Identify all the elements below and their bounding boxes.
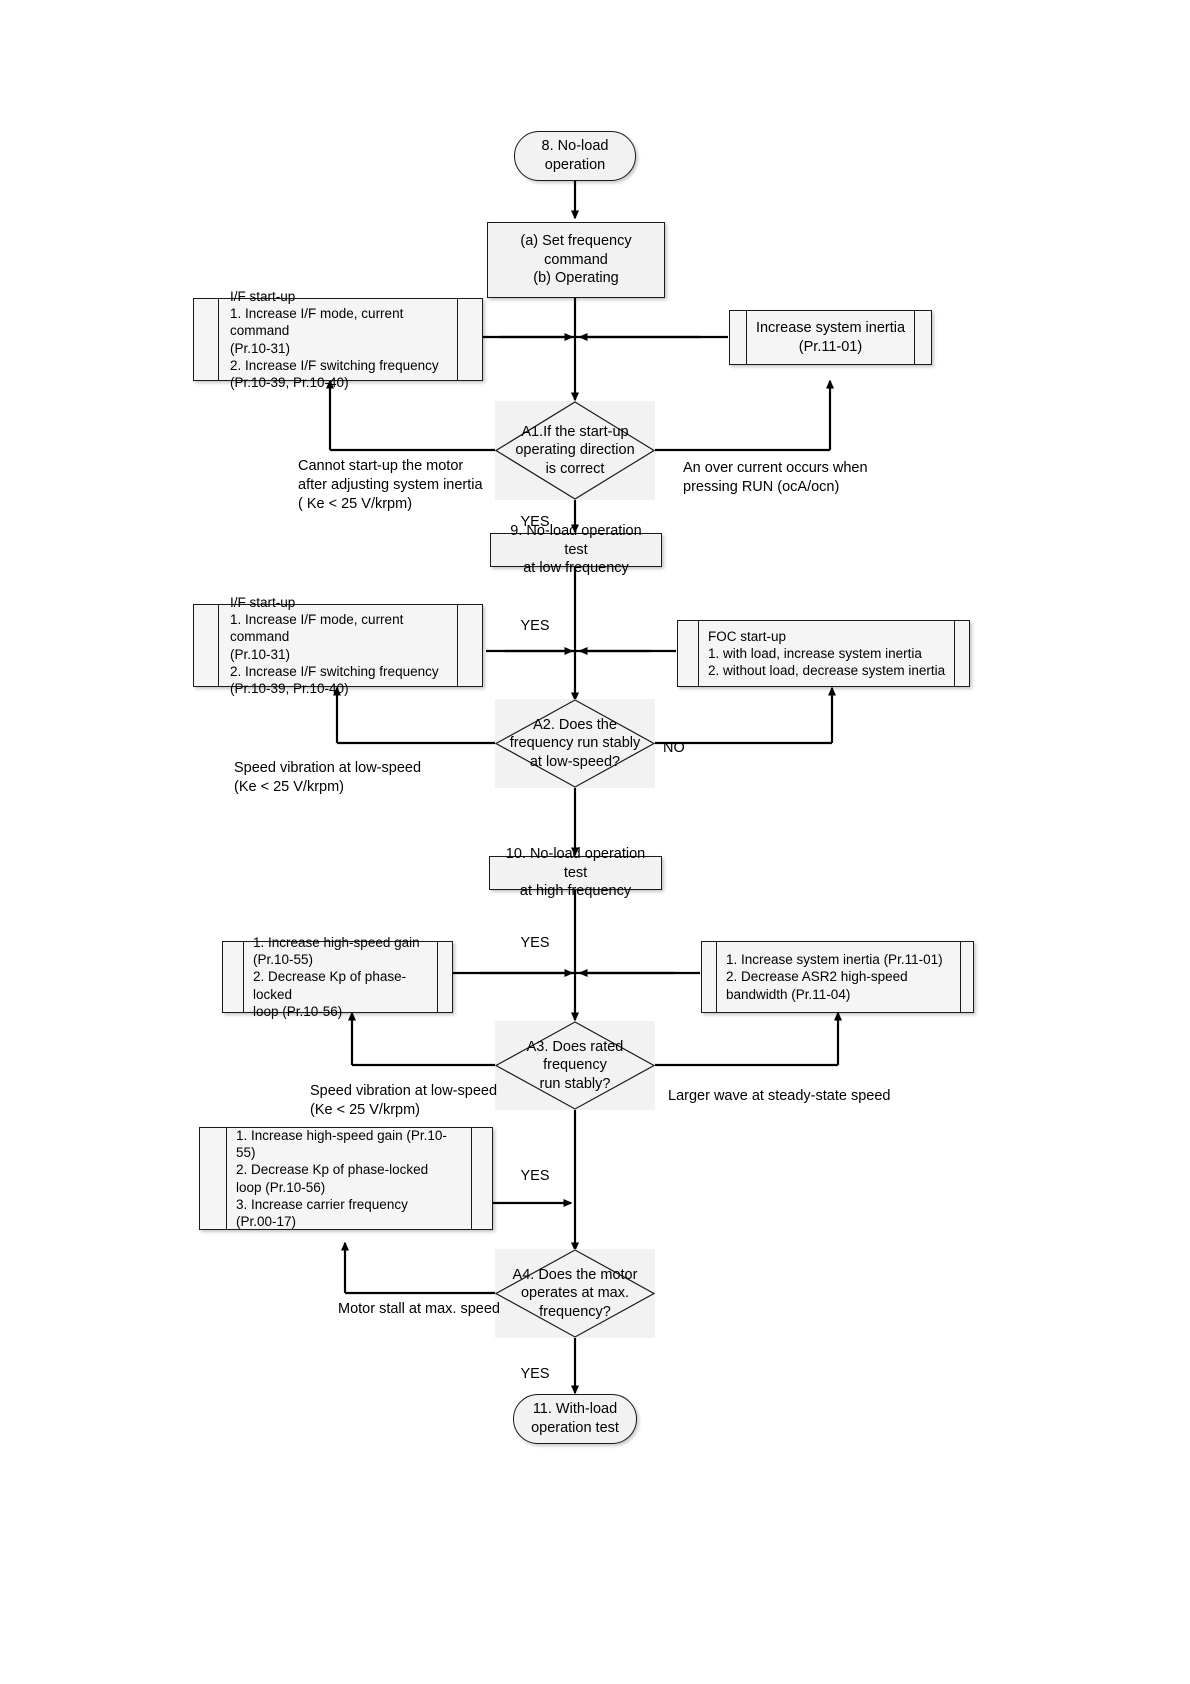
node-if-startup-2: I/F start-up 1. Increase I/F mode, curre… bbox=[193, 595, 483, 696]
edge-label-a1-left: Cannot start-up the motor after adjustin… bbox=[298, 438, 528, 513]
node-decision-a2: A2. Does the frequency run stably at low… bbox=[495, 699, 655, 788]
process-bar-right bbox=[960, 942, 961, 1012]
node-if-startup-2-label: I/F start-up 1. Increase I/F mode, curre… bbox=[230, 594, 439, 697]
node-decision-a4-label: A4. Does the motor operates at max. freq… bbox=[512, 1267, 638, 1320]
node-increase-system-inertia-label: Increase system inertia (Pr.11-01) bbox=[755, 319, 906, 355]
node-decision-a3: A3. Does rated frequency run stably? bbox=[495, 1021, 655, 1110]
diamond-shape bbox=[495, 401, 655, 500]
edge-label-a4-yes-text: YES bbox=[520, 1167, 550, 1184]
node-step-10-label: 10. No-load operation test at high frequ… bbox=[505, 846, 646, 900]
node-high-speed-gain-left: 1. Increase high-speed gain (Pr.10-55) 2… bbox=[222, 935, 453, 1019]
process-bar-right bbox=[457, 605, 458, 686]
edge-label-a2-no-text: NO bbox=[663, 739, 685, 756]
edge-label-a2-left: Speed vibration at low-speed (Ke < 25 V/… bbox=[234, 740, 494, 797]
edge-label-a2-left-text: Speed vibration at low-speed (Ke < 25 V/… bbox=[234, 759, 422, 795]
process-bar-left bbox=[698, 621, 699, 686]
diamond-shape bbox=[495, 1021, 655, 1110]
edge-label-a1-right: An over current occurs when pressing RUN… bbox=[683, 440, 913, 497]
edge-label-a3-yes-text: YES bbox=[520, 934, 550, 951]
node-carrier-frequency: 1. Increase high-speed gain (Pr.10-55) 2… bbox=[199, 1127, 493, 1230]
process-bar-left bbox=[218, 299, 219, 380]
node-start-no-load-operation: 8. No-load operation bbox=[514, 131, 636, 181]
edge-label-a2-no: NO bbox=[663, 720, 703, 758]
process-bar-right bbox=[914, 311, 915, 364]
node-decision-a1-label: A1.If the start-up operating direction i… bbox=[515, 424, 635, 477]
edge-label-a3-yes: YES bbox=[505, 915, 565, 953]
node-set-frequency-command: (a) Set frequency command (b) Operating bbox=[487, 222, 665, 298]
diamond-shape bbox=[495, 1249, 655, 1338]
node-decision-a1: A1.If the start-up operating direction i… bbox=[495, 401, 655, 500]
edge-label-a4-left: Motor stall at max. speed bbox=[338, 1281, 538, 1319]
edge-label-a3-left-text: Speed vibration at low-speed (Ke < 25 V/… bbox=[310, 1082, 498, 1118]
node-decision-a2-label: A2. Does the frequency run stably at low… bbox=[509, 717, 641, 770]
edge-label-a3-left: Speed vibration at low-speed (Ke < 25 V/… bbox=[310, 1063, 570, 1120]
edge-label-a1-left-text: Cannot start-up the motor after adjustin… bbox=[298, 457, 483, 512]
node-step-9: 9. No-load operation test at low frequen… bbox=[490, 523, 662, 576]
process-bar-right bbox=[954, 621, 955, 686]
node-increase-system-inertia: Increase system inertia (Pr.11-01) bbox=[729, 310, 932, 365]
node-carrier-frequency-label: 1. Increase high-speed gain (Pr.10-55) 2… bbox=[236, 1127, 447, 1230]
process-bar-left bbox=[716, 942, 717, 1012]
node-end-label: 11. With-load operation test bbox=[531, 1401, 619, 1436]
node-decision-a3-label: A3. Does rated frequency run stably? bbox=[526, 1039, 624, 1092]
process-bar-right bbox=[457, 299, 458, 380]
edge-label-a2-yes-text: YES bbox=[520, 617, 550, 634]
edge-label-a2-yes: YES bbox=[505, 598, 565, 636]
node-system-inertia-asr2-right: 1. Increase system inertia (Pr.11-01) 2.… bbox=[701, 941, 974, 1013]
edge-label-a3-right: Larger wave at steady-state speed bbox=[668, 1068, 928, 1106]
process-bar-right bbox=[437, 942, 438, 1012]
edge-label-a1-right-text: An over current occurs when pressing RUN… bbox=[683, 459, 868, 495]
edge-label-a1-yes: YES bbox=[505, 494, 565, 532]
node-step-10: 10. No-load operation test at high frequ… bbox=[489, 846, 662, 899]
edge-label-a4-yes: YES bbox=[505, 1148, 565, 1186]
node-if-startup-1-label: I/F start-up 1. Increase I/F mode, curre… bbox=[230, 288, 439, 391]
edge-label-a4-left-text: Motor stall at max. speed bbox=[338, 1300, 500, 1317]
node-set-frequency-label: (a) Set frequency command (b) Operating bbox=[520, 233, 632, 287]
node-end-with-load-operation-test: 11. With-load operation test bbox=[513, 1394, 637, 1444]
process-bar-left bbox=[746, 311, 747, 364]
node-decision-a4: A4. Does the motor operates at max. freq… bbox=[495, 1249, 655, 1338]
edge-label-a1-yes-text: YES bbox=[520, 513, 550, 530]
process-bar-left bbox=[243, 942, 244, 1012]
node-foc-startup: FOC start-up 1. with load, increase syst… bbox=[677, 620, 970, 687]
edge-label-a4-bottom-yes-text: YES bbox=[520, 1365, 550, 1382]
node-foc-startup-label: FOC start-up 1. with load, increase syst… bbox=[708, 628, 946, 679]
process-bar-left bbox=[218, 605, 219, 686]
node-high-speed-gain-left-label: 1. Increase high-speed gain (Pr.10-55) 2… bbox=[253, 934, 420, 1019]
node-system-inertia-asr2-right-label: 1. Increase system inertia (Pr.11-01) 2.… bbox=[726, 952, 943, 1002]
edge-label-a3-right-text: Larger wave at steady-state speed bbox=[668, 1087, 891, 1104]
process-bar-right bbox=[471, 1128, 472, 1229]
node-step-9-label: 9. No-load operation test at low frequen… bbox=[510, 523, 642, 577]
process-bar-left bbox=[226, 1128, 227, 1229]
node-start-label: 8. No-load operation bbox=[541, 138, 609, 173]
edge-label-a4-bottom-yes: YES bbox=[505, 1346, 565, 1384]
node-if-startup-1: I/F start-up 1. Increase I/F mode, curre… bbox=[193, 289, 483, 390]
diamond-shape bbox=[495, 699, 655, 788]
